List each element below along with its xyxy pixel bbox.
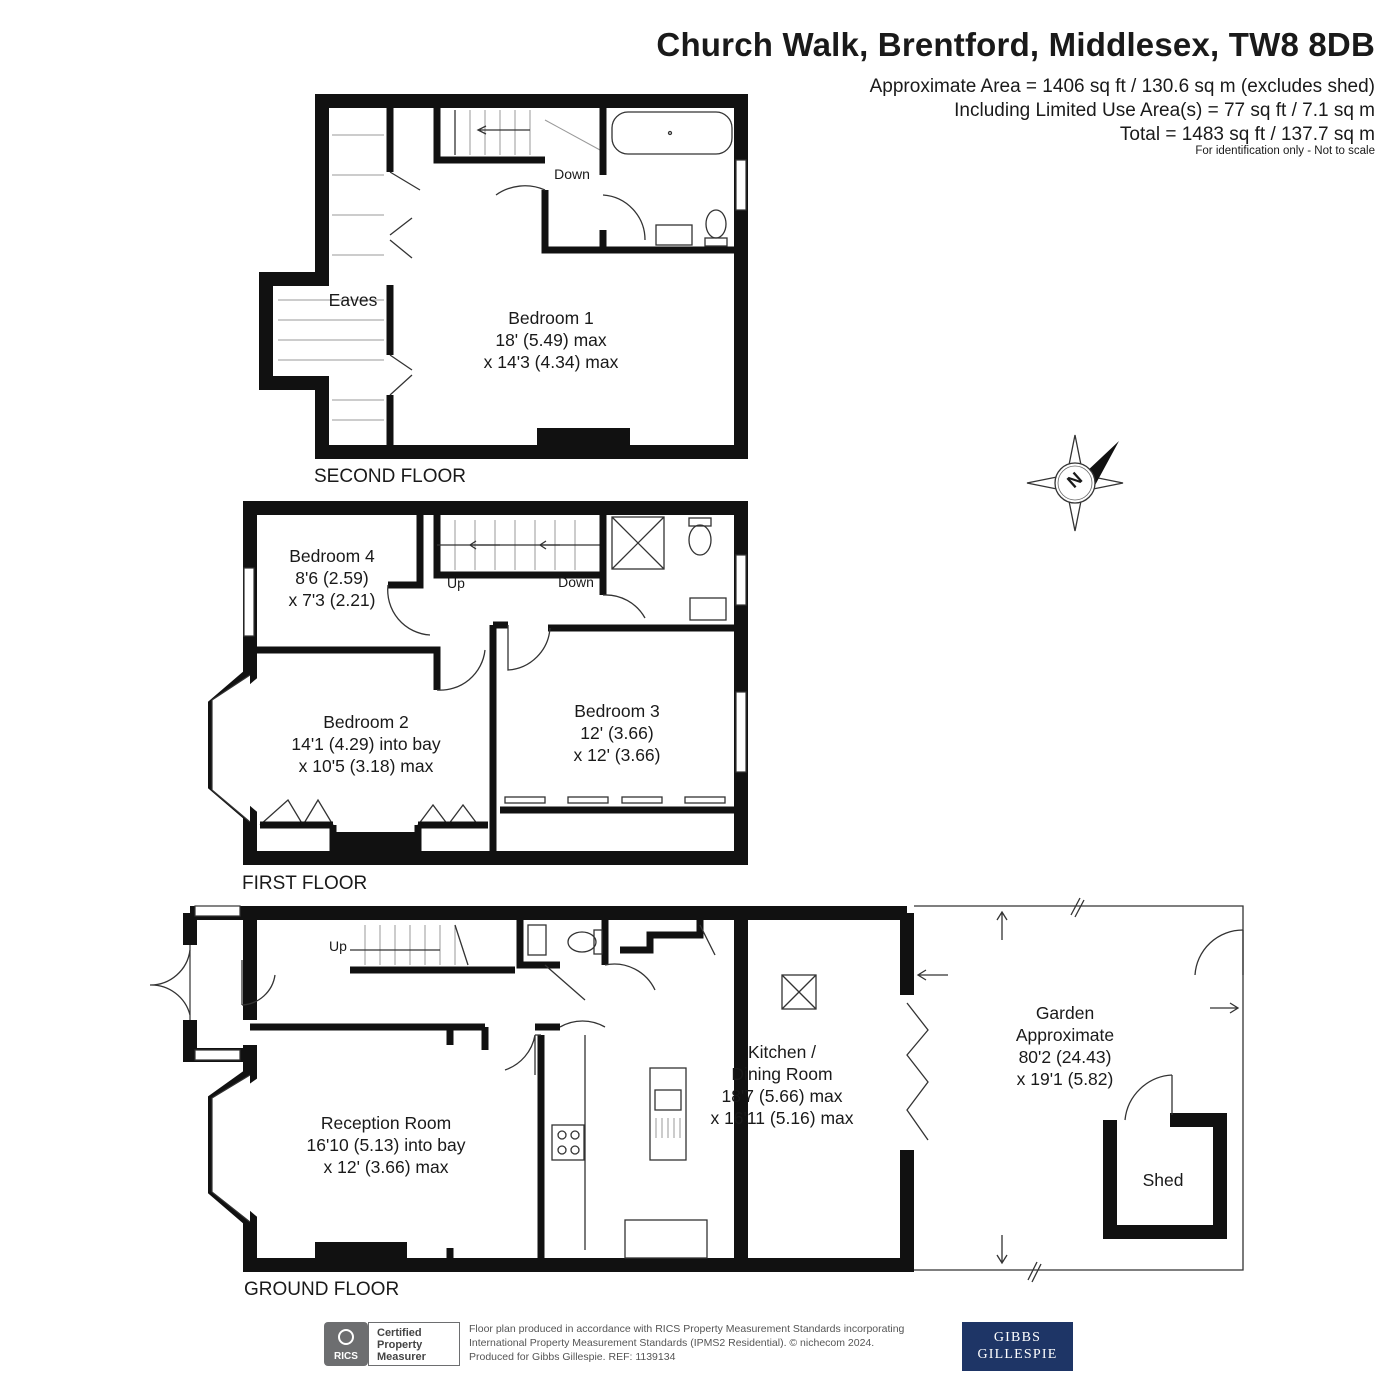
reception-room-name: Reception Room [320, 1113, 452, 1133]
reception-room-dim-2: x 12' (3.66) max [323, 1157, 449, 1177]
rics-certified-box: Certified Property Measurer [368, 1322, 460, 1366]
approximate-area: Approximate Area = 1406 sq ft / 130.6 sq… [869, 76, 1375, 97]
rics-badge: RICS Certified Property Measurer [324, 1322, 460, 1366]
ground-floor-label: GROUND FLOOR [244, 1279, 400, 1300]
eaves-label: Eaves [328, 290, 378, 310]
agent-logo: GIBBS GILLESPIE [962, 1322, 1073, 1371]
kitchen-dining-label: Kitchen / Dining Room 18'7 (5.66) max x … [710, 1041, 853, 1129]
rics-cert-line-2: Property [377, 1339, 423, 1351]
bedroom-4-name: Bedroom 4 [289, 546, 375, 566]
second-floor-plan [259, 94, 748, 459]
bedroom-2-dim-1: 14'1 (4.29) into bay [291, 734, 441, 754]
bedroom-3-name: Bedroom 3 [574, 701, 660, 721]
first-floor-label: FIRST FLOOR [242, 873, 368, 894]
bedroom-1-dim-2: x 14'3 (4.34) max [483, 352, 619, 372]
garden-plan [914, 897, 1244, 1283]
rics-cert-line-3: Measurer [377, 1351, 426, 1363]
second-floor-label: SECOND FLOOR [314, 466, 467, 487]
shed-label: Shed [1142, 1170, 1184, 1190]
garden-label: Garden Approximate 80'2 (24.43) x 19'1 (… [1016, 1002, 1114, 1090]
rics-emblem-icon [338, 1329, 354, 1345]
bedroom-4-dim-1: 8'6 (2.59) [295, 568, 369, 588]
ground-floor-up-label: Up [329, 938, 347, 954]
bedroom-1-dim-1: 18' (5.49) max [495, 330, 607, 350]
bedroom-2-dim-2: x 10'5 (3.18) max [298, 756, 434, 776]
limited-use-area: Including Limited Use Area(s) = 77 sq ft… [954, 100, 1375, 121]
footer-line-2: International Property Measurement Stand… [469, 1337, 875, 1349]
reception-room-label: Reception Room 16'10 (5.13) into bay x 1… [306, 1112, 465, 1178]
rics-logo: RICS [324, 1322, 368, 1366]
first-floor-up-label: Up [447, 575, 465, 591]
kitchen-name: Kitchen / [747, 1042, 817, 1062]
footer-note: Floor plan produced in accordance with R… [469, 1322, 969, 1364]
kitchen-name-2: Dining Room [731, 1064, 833, 1084]
bedroom-1-label: Bedroom 1 18' (5.49) max x 14'3 (4.34) m… [484, 307, 619, 373]
kitchen-dim-2: x 16'11 (5.16) max [710, 1108, 854, 1128]
garden-dim-2: x 19'1 (5.82) [1016, 1069, 1114, 1089]
bedroom-4-dim-2: x 7'3 (2.21) [288, 590, 376, 610]
second-floor-down-label: Down [554, 166, 590, 182]
bedroom-3-label: Bedroom 3 12' (3.66) x 12' (3.66) [574, 700, 661, 766]
rics-cert-line-1: Certified [377, 1327, 422, 1339]
first-floor-down-label: Down [558, 574, 594, 590]
bedroom-3-dim-1: 12' (3.66) [580, 723, 654, 743]
reception-room-dim-1: 16'10 (5.13) into bay [306, 1135, 466, 1155]
footer-line-1: Floor plan produced in accordance with R… [469, 1323, 905, 1335]
north-compass [1026, 434, 1124, 532]
bedroom-4-label: Bedroom 4 8'6 (2.59) x 7'3 (2.21) [289, 545, 376, 611]
agent-logo-line-1: GIBBS [993, 1330, 1042, 1345]
kitchen-dim-1: 18'7 (5.66) max [721, 1086, 843, 1106]
bedroom-3-dim-2: x 12' (3.66) [573, 745, 661, 765]
bedroom-2-label: Bedroom 2 14'1 (4.29) into bay x 10'5 (3… [291, 711, 440, 777]
rics-logo-text: RICS [334, 1351, 358, 1362]
garden-dim-1: 80'2 (24.43) [1018, 1047, 1112, 1067]
ground-floor-plan [149, 905, 929, 1272]
footer-line-3: Produced for Gibbs Gillespie. REF: 11391… [469, 1351, 676, 1363]
garden-name-2: Approximate [1015, 1025, 1115, 1045]
total-area: Total = 1483 sq ft / 137.7 sq m [1119, 124, 1375, 145]
first-floor-plan [208, 501, 748, 865]
garden-name: Garden [1035, 1003, 1095, 1023]
bedroom-2-name: Bedroom 2 [323, 712, 409, 732]
scale-note: For identification only - Not to scale [1195, 145, 1375, 157]
property-title: Church Walk, Brentford, Middlesex, TW8 8… [656, 26, 1375, 63]
agent-logo-line-2: GILLESPIE [977, 1347, 1058, 1362]
bedroom-1-name: Bedroom 1 [508, 308, 594, 328]
